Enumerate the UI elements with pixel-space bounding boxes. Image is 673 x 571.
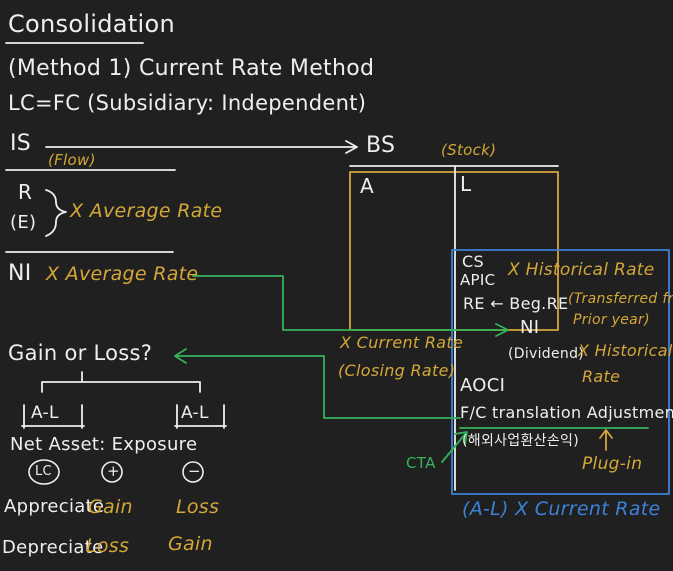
is-label: IS	[10, 131, 32, 156]
transferred-note-2: Prior year)	[573, 312, 650, 328]
appreciate-col1: Gain	[88, 496, 133, 518]
equity-box	[451, 249, 670, 495]
cta-label: CTA	[406, 454, 436, 472]
symbol-lc: LC	[35, 464, 52, 479]
box-left-bracket	[21, 404, 85, 429]
plug-in-arrow	[599, 429, 613, 451]
transferred-note-1: (Transferred from	[568, 291, 673, 307]
dividend-historical-rate-2: Rate	[582, 367, 621, 386]
bs-liability-label: L	[460, 172, 472, 196]
plug-in-label: Plug-in	[582, 454, 643, 474]
gain-loss-tree	[41, 371, 201, 393]
gain-or-loss-question: Gain or Loss?	[8, 341, 153, 365]
revenue-label: R	[18, 180, 33, 204]
bs-asset-label: A	[360, 174, 374, 198]
ni-flow-arrow	[192, 275, 509, 337]
is-to-bs-arrow	[45, 140, 358, 154]
method-heading: (Method 1) Current Rate Method	[8, 56, 375, 81]
plus-circle	[101, 461, 123, 483]
historical-rate: X Historical Rate	[508, 260, 655, 280]
cta-arrow	[441, 431, 468, 463]
re-line: RE ← Beg.RE	[463, 294, 569, 313]
ni-average-rate: X Average Rate	[46, 263, 199, 285]
box-left-label: A-L	[31, 403, 59, 423]
exposure-label: Net Asset: Exposure	[10, 434, 198, 455]
depreciate-col2: Gain	[168, 533, 213, 555]
symbol-minus: −	[188, 462, 201, 480]
expense-label: (E)	[10, 212, 37, 233]
symbol-plus: +	[107, 462, 120, 480]
dividend-label: (Dividend)	[508, 346, 585, 362]
box-right-bracket	[174, 404, 227, 429]
dividend-historical-rate-1: X Historical	[578, 341, 673, 360]
equity-cs: CS	[462, 252, 484, 271]
average-rate-label: X Average Rate	[70, 200, 223, 222]
re-brace	[45, 189, 67, 237]
depreciate-col1: Loss	[86, 535, 130, 557]
stock-label: (Stock)	[441, 141, 497, 159]
current-rate-note-2: (Closing Rate)	[338, 361, 456, 380]
equity-apic: APIC	[460, 271, 496, 289]
ni-label: NI	[8, 261, 32, 286]
lc-circle	[28, 459, 60, 485]
fc-translation-label: F/C translation Adjustment	[460, 403, 673, 422]
appreciate-col2: Loss	[176, 496, 220, 518]
minus-circle	[182, 461, 204, 483]
cta-to-gain-arrow	[174, 348, 461, 419]
equity-footer: (A-L) X Current Rate	[462, 498, 661, 520]
depreciate-label: Depreciate	[2, 537, 104, 558]
flow-label: (Flow)	[48, 151, 96, 169]
korean-note: (해외사업환산손익)	[462, 433, 579, 449]
bs-label: BS	[366, 133, 396, 158]
condition-heading: LC=FC (Subsidiary: Independent)	[8, 91, 367, 115]
appreciate-label: Appreciate	[4, 496, 105, 517]
equity-ni: NI	[520, 317, 540, 338]
aoci-label: AOCI	[460, 375, 506, 396]
page-title: Consolidation	[8, 10, 175, 38]
current-rate-note-1: X Current Rate	[340, 333, 464, 352]
box-right-label: A-L	[181, 403, 209, 423]
